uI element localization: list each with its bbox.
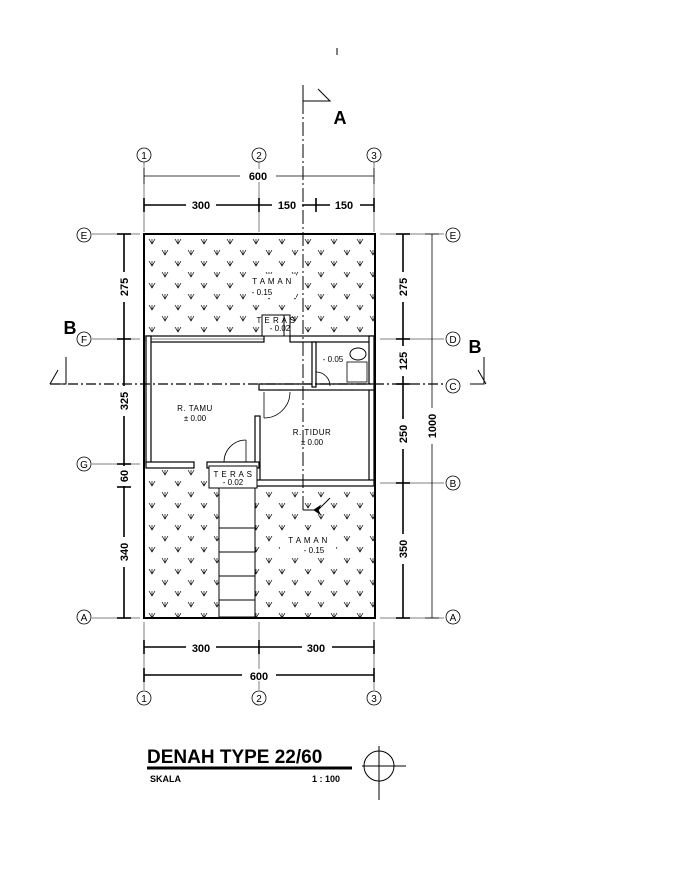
room-teras-top-name: T E R A S xyxy=(256,316,295,325)
dim-right-2: 125 xyxy=(398,352,410,370)
dim-bottom-seg1: 300 xyxy=(192,643,210,655)
room-tidur-level: ± 0.00 xyxy=(301,438,324,447)
section-line-a xyxy=(302,85,332,516)
scale-label: SKALA xyxy=(150,774,181,784)
grid-right-a: A xyxy=(450,613,457,624)
grid-left-a: A xyxy=(81,613,88,624)
grid-top-1: 1 xyxy=(141,151,147,162)
room-teras-top-level: - 0.02 xyxy=(270,324,291,333)
toilet-fixture xyxy=(346,347,368,383)
dim-right-3: 250 xyxy=(398,425,410,443)
section-mark-b-right: B xyxy=(469,337,482,357)
room-teras-bottom-level: - 0.02 xyxy=(223,478,244,487)
room-taman-top-name: T A M A N xyxy=(252,277,291,286)
grid-bubbles-bottom xyxy=(136,690,382,706)
scale-value: 1 : 100 xyxy=(312,774,340,784)
dim-top-seg3: 150 xyxy=(335,200,353,212)
site-boundary xyxy=(143,233,376,619)
grid-right-d: D xyxy=(449,335,456,346)
room-taman-bottom-name: T A M A N xyxy=(288,536,327,545)
room-taman-top-level: - 0.15 xyxy=(252,288,273,297)
room-teras-bottom-name: T E R A S xyxy=(213,470,252,479)
dim-right-total: 1000 xyxy=(427,414,439,438)
grid-bottom-3: 3 xyxy=(371,694,377,705)
door-swings xyxy=(223,371,331,463)
section-mark-b-left: B xyxy=(64,318,77,338)
grid-bubbles-top xyxy=(136,147,382,163)
grid-right-b: B xyxy=(450,479,457,490)
grid-bottom-1: 1 xyxy=(141,694,147,705)
grid-bubbles-left xyxy=(76,227,92,625)
drawing-title: DENAH TYPE 22/60 xyxy=(147,747,322,768)
room-tamu-level: ± 0.00 xyxy=(184,414,207,423)
dim-left-4: 340 xyxy=(119,543,131,561)
room-taman-bottom-level: - 0.15 xyxy=(304,546,325,555)
dim-top-total: 600 xyxy=(249,171,267,183)
dim-left-1: 275 xyxy=(119,278,131,296)
dim-bottom-seg2: 300 xyxy=(307,643,325,655)
grid-bottom-2: 2 xyxy=(256,694,262,705)
room-km-level: - 0.05 xyxy=(323,355,344,364)
grid-left-g: G xyxy=(80,460,88,471)
dim-right-4: 350 xyxy=(398,540,410,558)
room-tamu-name: R. TAMU xyxy=(177,404,213,413)
grid-right-e: E xyxy=(450,231,457,242)
grid-top-3: 3 xyxy=(371,151,377,162)
section-mark-a: A xyxy=(334,108,347,128)
north-arrow-icon xyxy=(362,746,406,800)
grid-right-c: C xyxy=(449,382,456,393)
dim-left-2: 325 xyxy=(119,392,131,410)
grid-left-f: F xyxy=(81,335,87,346)
room-tidur-name: R. TIDUR xyxy=(293,428,332,437)
grid-left-e: E xyxy=(81,231,88,242)
garden-hatch-bottom xyxy=(146,466,374,617)
dim-right-1: 275 xyxy=(398,278,410,296)
dim-top-seg2: 150 xyxy=(278,200,296,212)
grid-bubbles-right xyxy=(445,227,461,625)
dim-top-seg1: 300 xyxy=(192,200,210,212)
section-line-b xyxy=(49,357,487,385)
dim-left-3: 60 xyxy=(119,470,131,482)
grid-top-2: 2 xyxy=(256,151,262,162)
teras-top-box xyxy=(261,314,291,337)
dim-bottom-total: 600 xyxy=(250,671,268,683)
